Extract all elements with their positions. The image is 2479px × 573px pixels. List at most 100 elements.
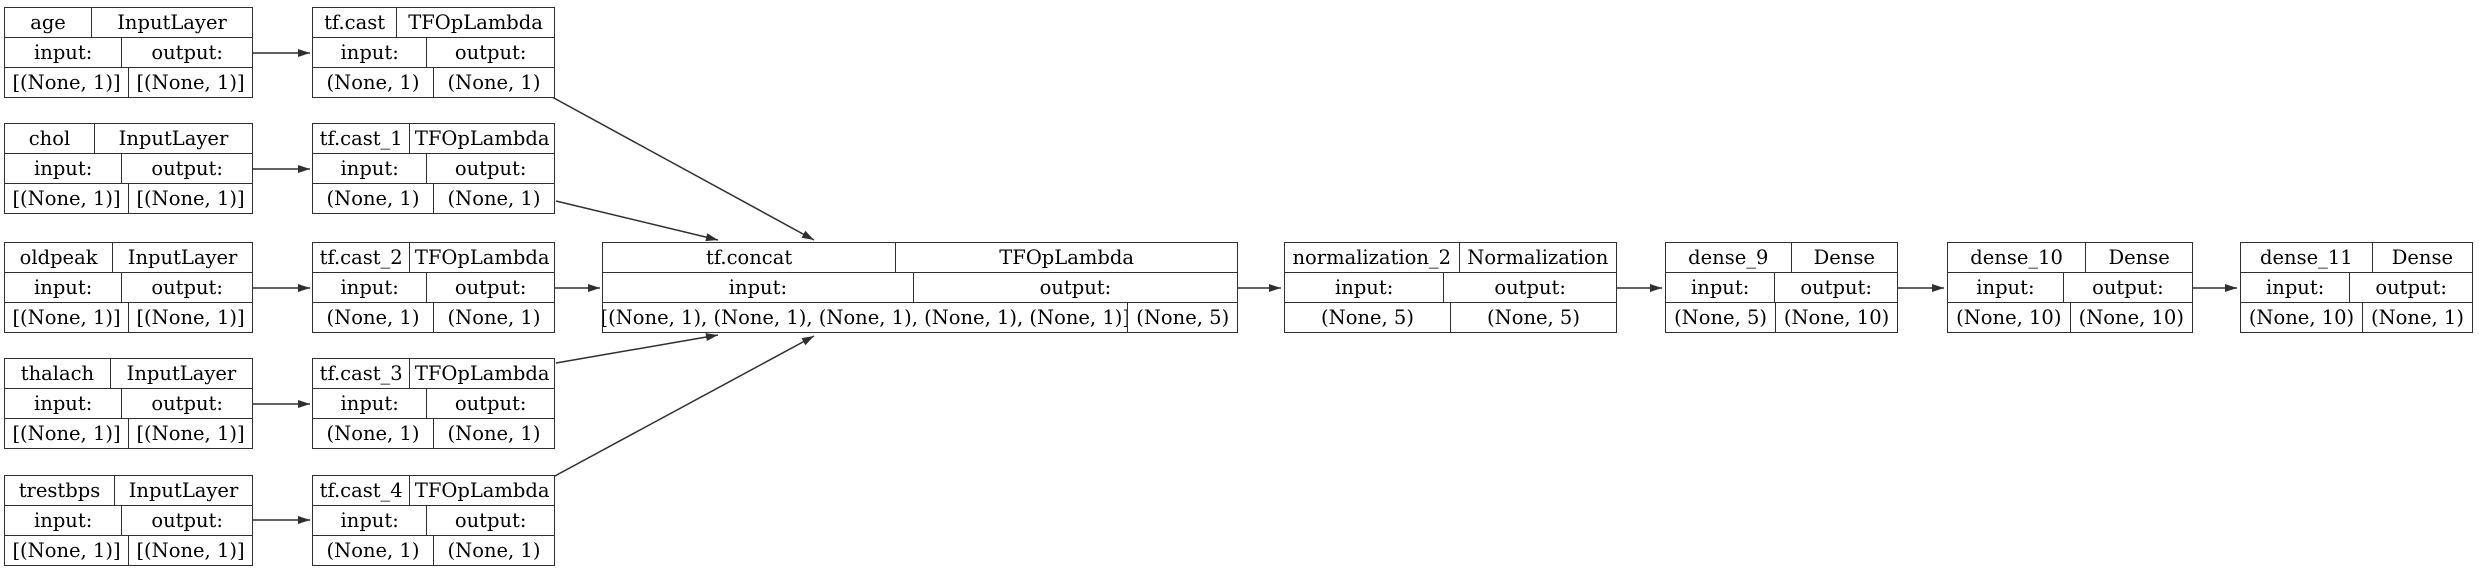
output-shape: (None, 1): [433, 184, 554, 213]
node-row: (None, 1)(None, 1): [313, 418, 554, 448]
output-label: output:: [121, 389, 252, 418]
node-row: input:output:: [5, 272, 252, 302]
input-shape: (None, 10): [1956, 305, 2062, 329]
node-row: input: output:: [5, 505, 252, 535]
layer-type: TFOpLambda: [409, 124, 554, 153]
output-shape: (None, 1): [433, 303, 554, 332]
output-label: output:: [2062, 273, 2192, 302]
input-label: input:: [340, 40, 399, 64]
node-row: (None, 5)(None, 10): [1666, 302, 1897, 332]
output-label: output:: [426, 38, 554, 67]
layer-type: Normalization: [1458, 243, 1616, 272]
layer-type: TFOpLambda: [396, 8, 554, 37]
layer-type: InputLayer: [112, 243, 252, 272]
node-row: input:output:: [1666, 272, 1897, 302]
input-label: input:: [34, 391, 93, 415]
node-row: input:output:: [313, 388, 554, 418]
input-shape: (None, 5): [1321, 305, 1414, 329]
layer-type: InputLayer: [109, 359, 252, 388]
input-shape: (None, 1): [326, 186, 420, 210]
edge-tf.cast_3-to-tf.concat: [555, 333, 719, 364]
input-shape: (None, 1): [326, 70, 420, 94]
output-shape: [(None, 1)]: [128, 303, 252, 332]
node-row: (None, 1) (None, 1): [313, 67, 554, 97]
edge-tf.cast_4-to-tf.concat: [552, 335, 815, 478]
node-row: input: output:: [1948, 272, 2192, 302]
input-shape: (None, 1): [326, 305, 420, 329]
input-shape: (None, 1): [326, 538, 420, 562]
node-row: input: output:: [313, 153, 554, 183]
layer-type: TFOpLambda: [409, 359, 554, 388]
node-row: input:output:: [313, 272, 554, 302]
input-shape: [(None, 1)]: [12, 186, 121, 210]
node-row: [(None, 1)][(None, 1)]: [5, 535, 252, 565]
node-row: (None, 5)(None, 5): [1285, 302, 1616, 332]
layer-name: thalach: [20, 361, 95, 385]
layer-type: Dense: [2085, 243, 2192, 272]
output-label: output:: [2349, 273, 2472, 302]
layer-node-trestbps: trestbps InputLayer input: output:[(None, 1…: [4, 475, 253, 566]
output-label: output:: [426, 154, 554, 183]
layer-type: Dense: [2371, 243, 2472, 272]
node-row: [(None, 1)][(None, 1)]: [5, 67, 252, 97]
layer-type: Dense: [1790, 243, 1898, 272]
output-label: output:: [121, 38, 252, 67]
node-row: dense_9 Dense: [1666, 243, 1897, 272]
layer-name: trestbps: [18, 478, 101, 502]
input-label: input:: [1691, 275, 1750, 299]
output-label: output:: [121, 154, 252, 183]
node-row: dense_10 Dense: [1948, 243, 2192, 272]
input-shape: (None, 5): [1674, 305, 1767, 329]
node-row: input:output:: [5, 153, 252, 183]
node-row: input: output:: [5, 388, 252, 418]
input-shape: [(None, 1), (None, 1), (None, 1), (None,…: [603, 305, 1128, 329]
layer-name: tf.cast_1: [319, 126, 403, 150]
output-shape: (None, 1): [433, 419, 554, 448]
layer-name: tf.cast_2: [319, 245, 403, 269]
layer-type: InputLayer: [91, 8, 252, 37]
input-label: input:: [340, 156, 399, 180]
node-row: input:output:: [313, 505, 554, 535]
output-label: output:: [121, 506, 252, 535]
layer-type: InputLayer: [113, 476, 252, 505]
layer-name: dense_10: [1970, 245, 2063, 269]
layer-name: dense_9: [1688, 245, 1769, 269]
edge-tf.cast-to-tf.concat: [551, 96, 815, 241]
output-label: output:: [121, 273, 252, 302]
output-shape: (None, 1): [433, 68, 554, 97]
node-row: (None, 1) (None, 1): [313, 302, 554, 332]
input-shape: [(None, 1)]: [12, 421, 121, 445]
node-row: (None, 10)(None, 1): [2241, 302, 2472, 332]
node-row: thalach InputLayer: [5, 359, 252, 388]
output-label: output:: [912, 273, 1237, 302]
layer-type: TFOpLambda: [409, 476, 554, 505]
input-label: input:: [1976, 275, 2035, 299]
input-label: input:: [34, 40, 93, 64]
input-label: input:: [34, 508, 93, 532]
node-row: [(None, 1)][(None, 1)]: [5, 302, 252, 332]
layer-type: InputLayer: [93, 124, 252, 153]
output-shape: (None, 1): [433, 536, 554, 565]
node-row: [(None, 1)][(None, 1)]: [5, 183, 252, 213]
output-label: output:: [426, 506, 554, 535]
layer-type: TFOpLambda: [895, 243, 1237, 272]
edge-tf.cast_1-to-tf.concat: [555, 200, 719, 242]
